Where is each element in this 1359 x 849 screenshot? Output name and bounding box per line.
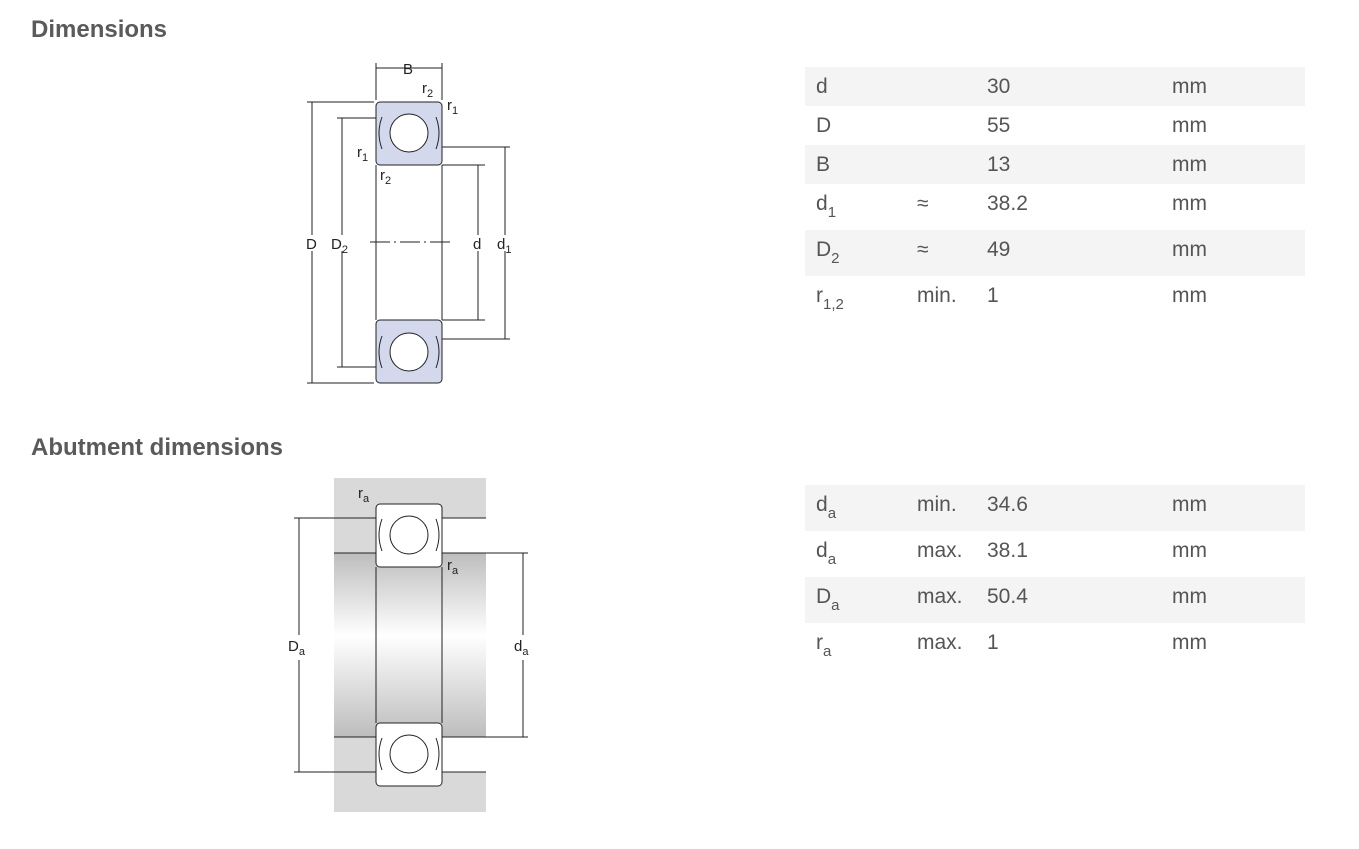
value: 50.4: [987, 577, 1172, 623]
table-row: D 55 mm: [805, 106, 1305, 145]
label-d: d: [473, 236, 481, 253]
unit: mm: [1172, 577, 1305, 623]
unit: mm: [1172, 230, 1305, 276]
table-row: r1,2 min. 1 mm: [805, 276, 1305, 322]
table-row: d 30 mm: [805, 67, 1305, 106]
symbol: r: [816, 284, 823, 307]
value: 1: [987, 284, 999, 307]
symbol-subscript: 1: [827, 204, 837, 221]
label-Da: Da: [288, 638, 306, 658]
value: 38.2: [987, 192, 1028, 215]
symbol-subscript: 1,2: [823, 296, 844, 313]
value: 1: [987, 631, 999, 654]
qualifier: [917, 145, 987, 184]
qualifier: ≈: [917, 192, 929, 215]
qualifier: max.: [917, 631, 963, 654]
abutment-table: da min. 34.6 mm da max. 38.1 mm Da max. …: [805, 485, 1305, 669]
unit: mm: [1172, 539, 1207, 562]
label-D: D: [306, 236, 317, 253]
dimensions-table: d 30 mm D 55 mm B 13 mm d1 ≈ 38.2 mm D2 …: [805, 67, 1305, 322]
value: 34.6: [987, 485, 1172, 531]
symbol: D: [816, 238, 832, 261]
value: 38.1: [987, 539, 1028, 562]
symbol-subscript: a: [823, 643, 832, 660]
qualifier: [917, 106, 987, 145]
symbol-subscript: a: [827, 505, 837, 522]
qualifier: min.: [917, 284, 957, 307]
table-row: Da max. 50.4 mm: [805, 577, 1305, 623]
symbol: d: [816, 75, 828, 98]
qualifier: [917, 67, 987, 106]
label-D2: D2: [331, 236, 348, 256]
label-r2-top: r2: [422, 80, 433, 100]
table-row: B 13 mm: [805, 145, 1305, 184]
table-row: da min. 34.6 mm: [805, 485, 1305, 531]
symbol-subscript: 2: [831, 250, 840, 267]
symbol: d: [816, 192, 828, 215]
dimensions-title: Dimensions: [31, 16, 168, 43]
qualifier: ≈: [917, 230, 987, 276]
qualifier: max.: [917, 539, 963, 562]
bearing-dimensions-diagram: B r2 r1 r1 r2 D D2 d d1: [306, 61, 511, 384]
unit: mm: [1172, 145, 1305, 184]
qualifier: min.: [917, 485, 987, 531]
abutment-title: Abutment dimensions: [31, 434, 284, 461]
unit: mm: [1172, 67, 1305, 106]
value: 30: [987, 67, 1172, 106]
label-ra-right: ra: [447, 557, 459, 577]
value: 55: [987, 114, 1011, 137]
symbol: r: [816, 631, 823, 654]
symbol: d: [816, 493, 828, 516]
table-row: d1 ≈ 38.2 mm: [805, 184, 1305, 230]
symbol-subscript: a: [827, 551, 837, 568]
label-r2-bottom: r2: [380, 167, 391, 187]
label-r1-top: r1: [447, 97, 458, 117]
symbol: B: [816, 153, 831, 176]
symbol: D: [816, 585, 832, 608]
qualifier: max.: [917, 577, 987, 623]
label-ra-top: ra: [358, 485, 370, 505]
label-B: B: [403, 61, 413, 78]
unit: mm: [1172, 192, 1207, 215]
table-row: ra max. 1 mm: [805, 623, 1305, 669]
unit: mm: [1172, 114, 1207, 137]
value: 49: [987, 230, 1172, 276]
unit: mm: [1172, 284, 1207, 307]
label-da: da: [514, 638, 529, 658]
symbol: D: [816, 114, 832, 137]
table-row: D2 ≈ 49 mm: [805, 230, 1305, 276]
label-r1-left: r1: [357, 144, 368, 164]
unit: mm: [1172, 631, 1207, 654]
symbol: d: [816, 539, 828, 562]
label-d1: d1: [497, 236, 511, 256]
symbol-subscript: a: [831, 597, 840, 614]
table-row: da max. 38.1 mm: [805, 531, 1305, 577]
value: 13: [987, 145, 1172, 184]
abutment-diagram: ra ra Da da: [288, 478, 529, 812]
unit: mm: [1172, 485, 1305, 531]
